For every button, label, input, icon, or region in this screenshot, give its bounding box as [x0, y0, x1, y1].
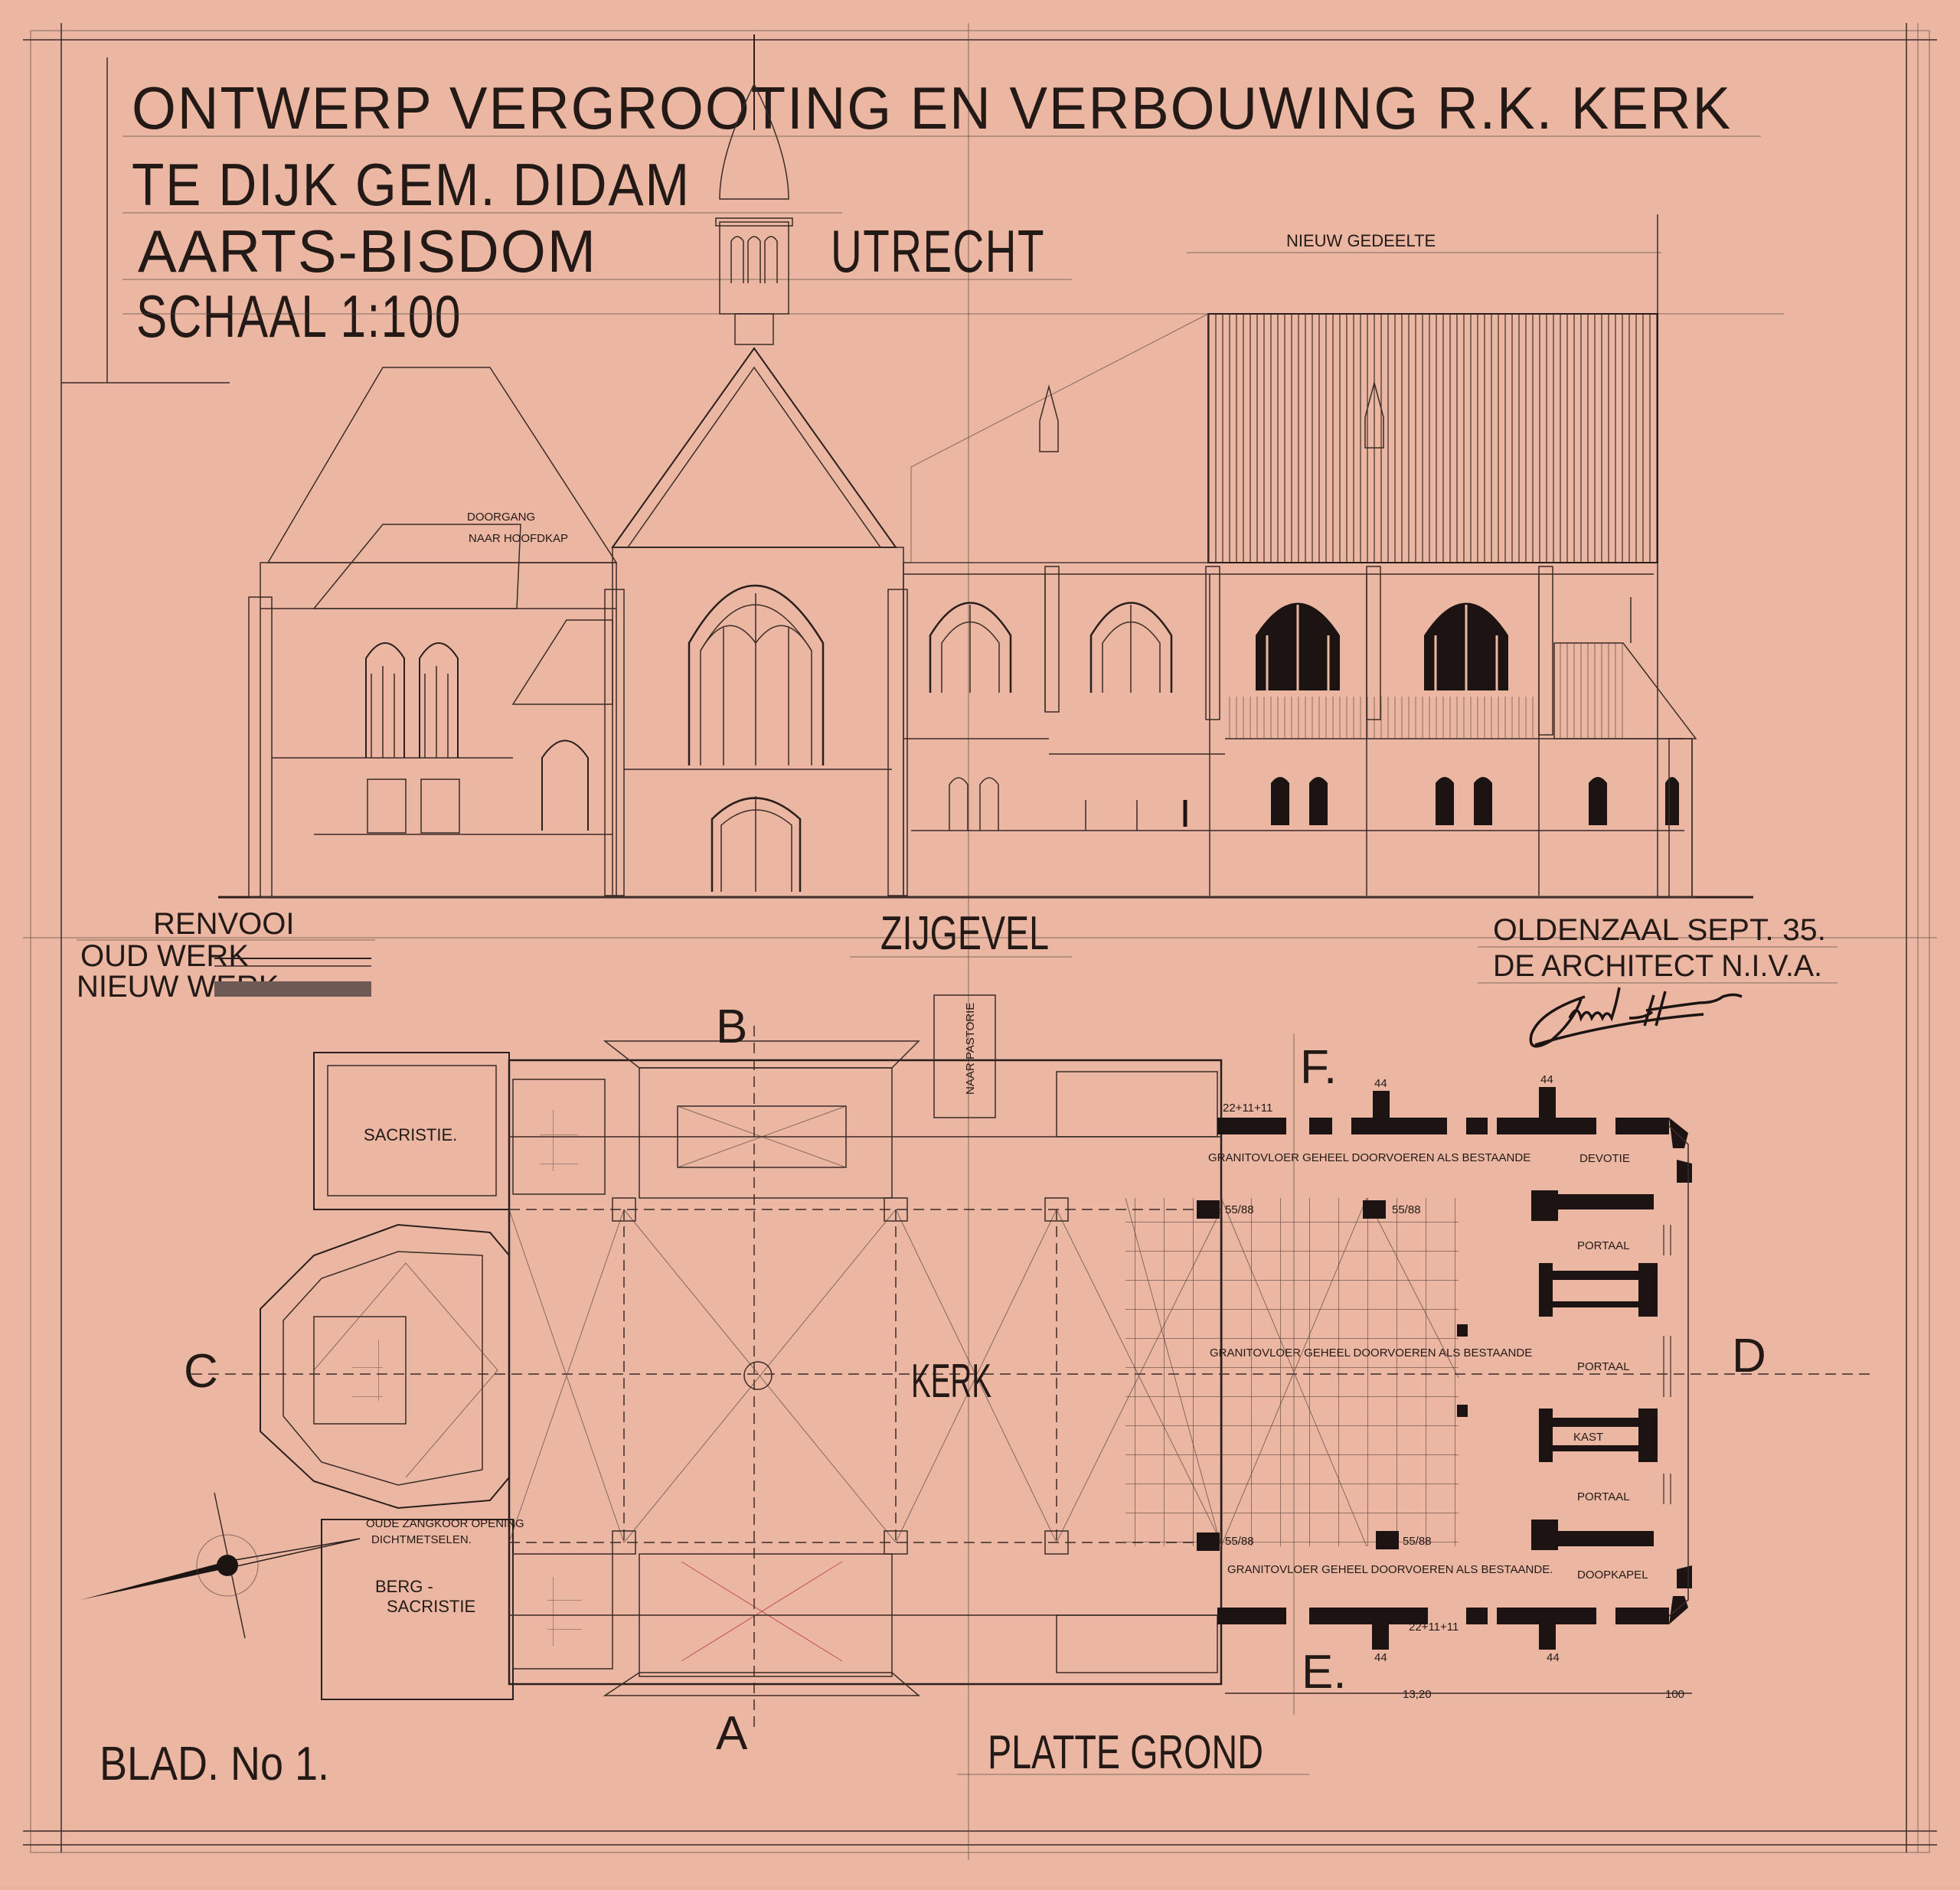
room-cupboard: KAST	[1573, 1431, 1603, 1444]
elevation-title: ZIJGEVEL	[880, 907, 1049, 960]
dim-end: 100	[1665, 1688, 1684, 1701]
title-block: ONTWERP VERGROOTING EN VERBOUWING R.K. K…	[122, 74, 1784, 350]
floor-plan: SACRISTIE. OUDE ZANGKOOR OPENING DICHTME…	[80, 994, 1876, 1760]
tower-spire	[715, 34, 793, 345]
room-store-sacristy-2: SACRISTIE	[387, 1597, 475, 1616]
passage-label-1: DOORGANG	[467, 511, 535, 524]
section-marker-a: A	[716, 1707, 748, 1760]
passage-label-2: NAAR HOOFDKAP	[469, 532, 568, 545]
legend-new-work-swatch	[214, 981, 371, 997]
note-floor-top: GRANITOVLOER GEHEEL DOORVOEREN ALS BESTA…	[1208, 1151, 1530, 1164]
new-roof-hatch	[1207, 313, 1658, 563]
section-marker-d: D	[1732, 1330, 1766, 1382]
dim-pier-d: 55/88	[1403, 1535, 1432, 1548]
room-porch-3: PORTAAL	[1577, 1490, 1630, 1503]
dim-buttress-d: 44	[1547, 1651, 1560, 1664]
section-marker-c: C	[184, 1345, 218, 1398]
dim-pier-c: 55/88	[1225, 1535, 1254, 1548]
note-floor-bottom: GRANITOVLOER GEHEEL DOORVOEREN ALS BESTA…	[1227, 1563, 1553, 1576]
place-date: OLDENZAAL SEPT. 35.	[1493, 913, 1826, 947]
dim-buttress-a: 44	[1374, 1077, 1387, 1090]
room-baptistery: DOOPKAPEL	[1577, 1568, 1648, 1582]
room-store-sacristy-1: BERG -	[375, 1577, 433, 1596]
new-part-label: NIEUW GEDEELTE	[1286, 231, 1436, 250]
title-line-2: TE DIJK GEM. DIDAM	[132, 151, 691, 218]
north-arrow-icon	[80, 1492, 361, 1639]
legend: RENVOOI OUD WERK NIEUW WERK	[77, 907, 375, 1004]
new-extension-plan: GRANITOVLOER GEHEEL DOORVOEREN ALS BESTA…	[1125, 1073, 1692, 1701]
sheet-number: BLAD. No 1.	[100, 1738, 329, 1790]
room-devotion: DEVOTIE	[1579, 1152, 1630, 1165]
section-marker-f: F.	[1300, 1041, 1337, 1094]
signature-block: OLDENZAAL SEPT. 35. DE ARCHITECT N.I.V.A…	[1478, 913, 1838, 1048]
sheet-border	[23, 23, 1937, 1860]
choir-note-1: OUDE ZANGKOOR OPENING	[366, 1517, 524, 1530]
room-porch-1: PORTAAL	[1577, 1239, 1630, 1252]
room-rectory: NAAR PASTORIE	[964, 1003, 977, 1095]
dim-wall-top: 22+11+11	[1223, 1102, 1272, 1115]
section-marker-e: E.	[1302, 1646, 1347, 1699]
dim-buttress-c: 44	[1374, 1651, 1387, 1664]
room-sacristy: SACRISTIE.	[364, 1125, 457, 1144]
architect-title: DE ARCHITECT N.I.V.A.	[1493, 949, 1822, 983]
title-diocese: AARTS-BISDOM	[138, 217, 597, 285]
dim-wall-bottom: 22+11+11	[1409, 1621, 1459, 1634]
dim-buttress-b: 44	[1540, 1073, 1553, 1086]
title-city: UTRECHT	[831, 217, 1045, 285]
choir-note-2: DICHTMETSELEN.	[371, 1533, 472, 1546]
section-marker-b: B	[716, 1000, 747, 1053]
scale-label: SCHAAL 1:100	[136, 282, 462, 350]
dim-pier-b: 55/88	[1392, 1203, 1421, 1216]
plan-title: PLATTE GROND	[988, 1726, 1263, 1779]
room-church: KERK	[911, 1355, 991, 1408]
title-line-1: ONTWERP VERGROOTING EN VERBOUWING R.K. K…	[132, 74, 1732, 142]
dim-length: 13,20	[1403, 1688, 1432, 1701]
side-elevation: NIEUW GEDEELTE DOORGANG NAAR HOOFDKAP	[218, 34, 1753, 899]
room-porch-2: PORTAAL	[1577, 1360, 1630, 1373]
legend-title: RENVOOI	[153, 907, 294, 941]
note-floor-mid: GRANITOVLOER GEHEEL DOORVOEREN ALS BESTA…	[1210, 1347, 1532, 1360]
legend-old-work-label: OUD WERK	[80, 939, 249, 973]
dim-pier-a: 55/88	[1225, 1203, 1254, 1216]
architect-signature	[1529, 987, 1743, 1048]
